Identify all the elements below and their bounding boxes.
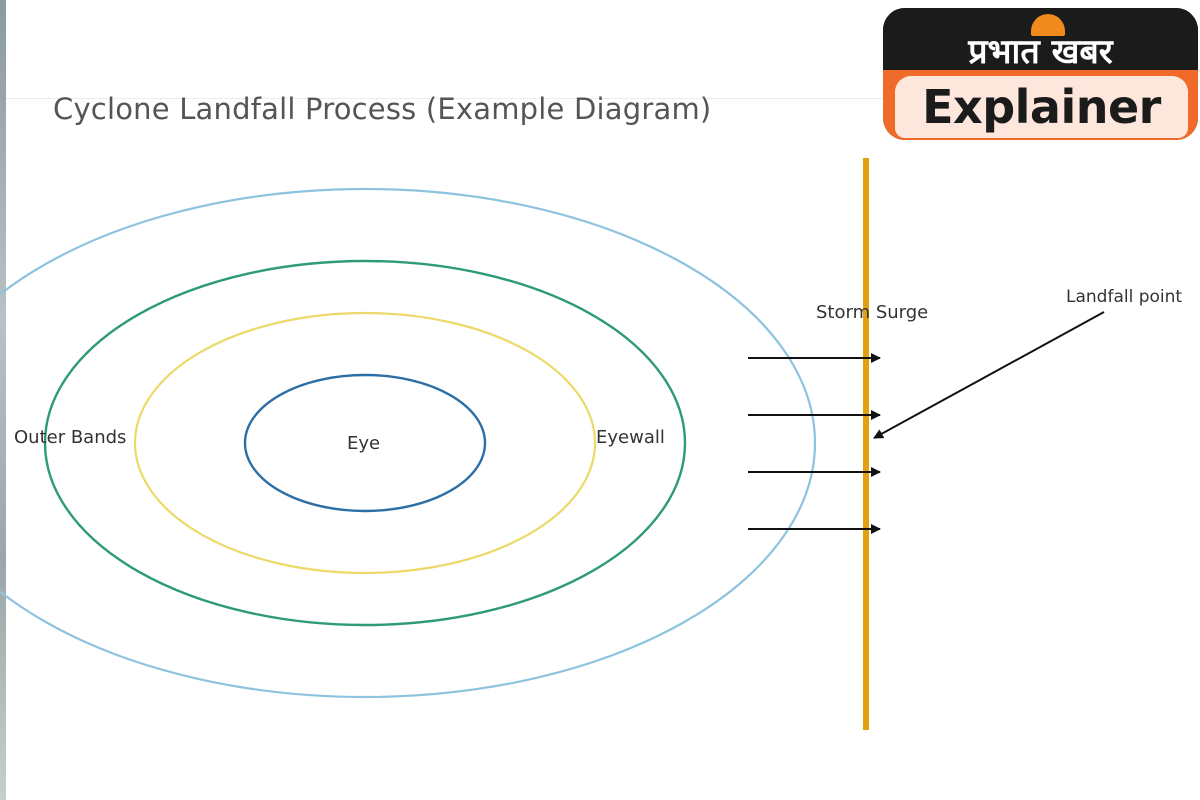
- middle-ring: [43, 259, 687, 627]
- outer-bands-label: Outer Bands: [14, 427, 127, 448]
- eyewall-ring: [133, 311, 597, 575]
- logo-hindi-wordmark: प्रभात खबर: [968, 32, 1113, 72]
- storm-surge-arrows: [748, 353, 881, 534]
- eye-ring: [243, 373, 487, 513]
- landfall-point-arrow: [873, 311, 1105, 439]
- prabhat-khabar-explainer-logo: प्रभात खबर Explainer: [883, 8, 1198, 140]
- outer-bands-ring: [0, 187, 816, 699]
- landfall-point-label: Landfall point: [1066, 287, 1183, 307]
- eyewall-label: Eyewall: [596, 427, 665, 448]
- left-edge-strip: [0, 0, 6, 800]
- logo-explainer-text: Explainer: [922, 80, 1161, 134]
- eye-label: Eye: [347, 433, 381, 454]
- top-divider: [6, 98, 886, 99]
- storm-surge-label: Storm Surge: [816, 302, 929, 323]
- logo-label-panel: [895, 76, 1188, 138]
- sun-icon: [1031, 14, 1065, 36]
- diagram-title: Cyclone Landfall Process (Example Diagra…: [53, 92, 712, 126]
